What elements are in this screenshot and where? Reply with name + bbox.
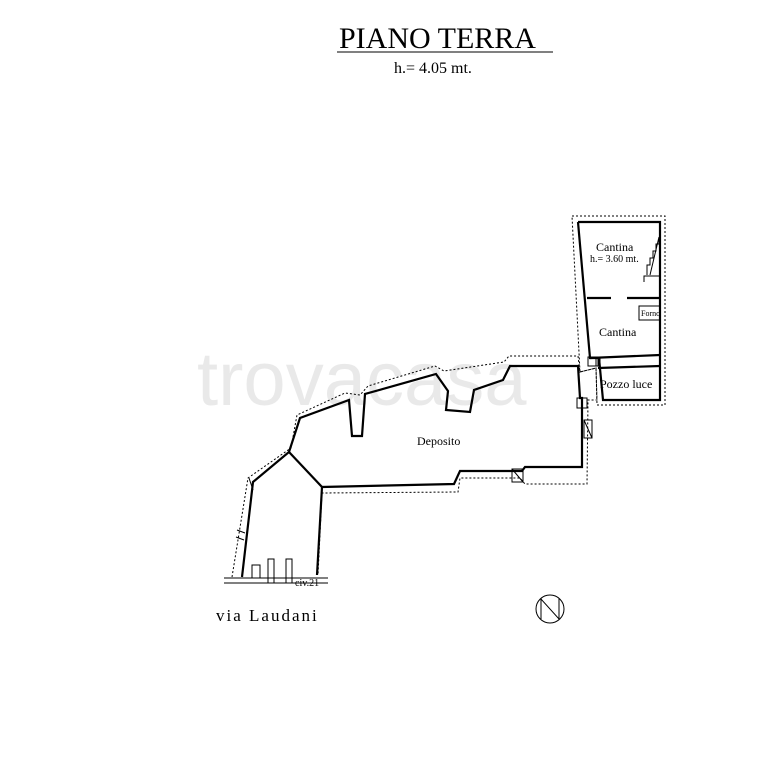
room-label-cantina-lower: Cantina [599, 325, 637, 339]
room-label-pozzo-luce: Pozzo luce [600, 377, 652, 391]
room-label-deposito: Deposito [417, 434, 460, 448]
civic-number: civ.21 [295, 578, 319, 589]
north-arrow-icon [535, 594, 565, 624]
street-name: via Laudani [216, 606, 319, 625]
plan-title: PIANO TERRA [339, 22, 536, 55]
ground-floor-walls [224, 355, 598, 584]
room-height-cantina-upper: h.= 3.60 mt. [590, 254, 639, 265]
plan-height-note: h.= 4.05 mt. [394, 60, 472, 77]
cantina-block-walls [571, 215, 666, 406]
room-label-cantina-upper: Cantina [596, 240, 634, 254]
room-label-forno: Forno [641, 309, 660, 318]
watermark-text: trovacasa [197, 337, 527, 422]
